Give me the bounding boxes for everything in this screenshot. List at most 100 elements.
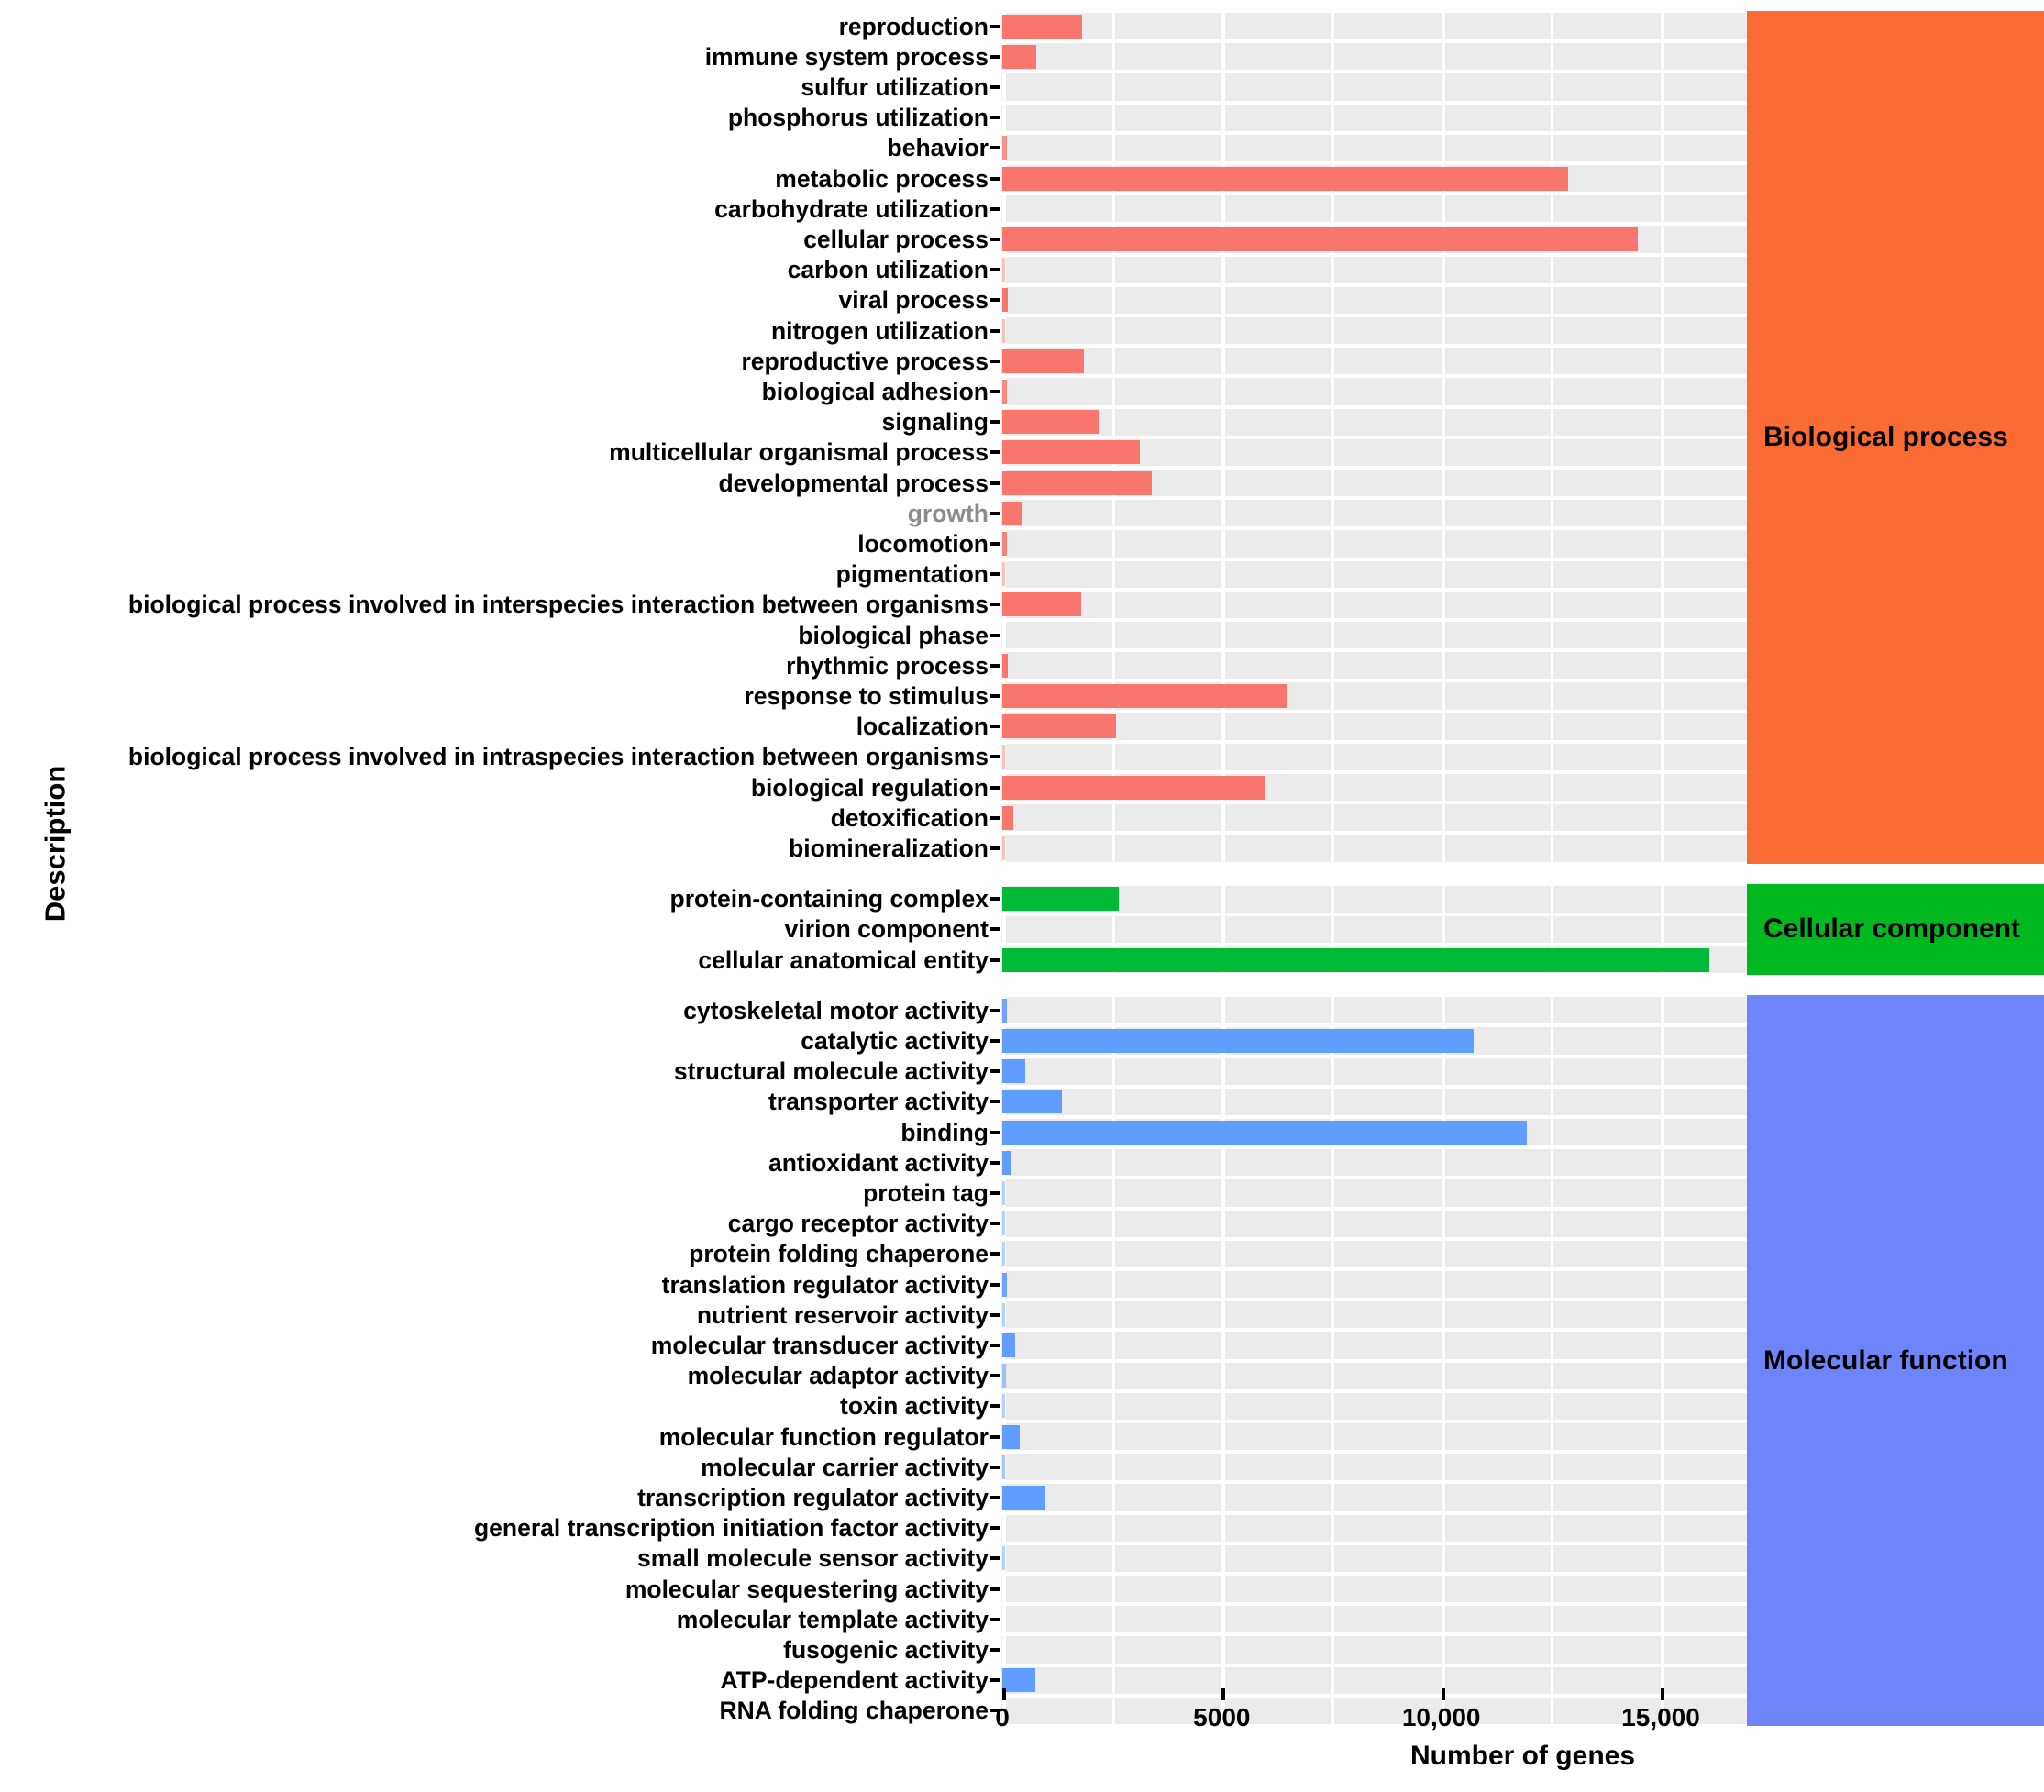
plot-panel-bp (1001, 9, 1747, 866)
gridline-y (1001, 1632, 1747, 1637)
bar (1002, 380, 1008, 404)
plot-panel-mf (1001, 993, 1747, 1728)
category-label: phosphorus utilization (727, 104, 989, 132)
bar (1002, 745, 1005, 769)
gridline-y (1001, 1358, 1747, 1363)
gridline-y (1001, 404, 1747, 409)
y-tick-mark (990, 785, 1000, 790)
bar (1002, 14, 1083, 39)
x-axis-title: Number of genes (1409, 1741, 1636, 1771)
y-tick-mark (990, 927, 1000, 932)
bar (1002, 318, 1005, 343)
gridline-x (1661, 883, 1664, 976)
bar (1002, 166, 1569, 191)
bar (1002, 470, 1152, 495)
y-tick-mark (990, 298, 1000, 303)
gridline-y (1001, 618, 1747, 622)
y-tick-mark (990, 1587, 1000, 1591)
gridline-y (1001, 1023, 1747, 1028)
x-tick-mark (1661, 1688, 1664, 1700)
bar (1002, 410, 1099, 435)
bar (1002, 1485, 1045, 1510)
gridline-y (1001, 942, 1747, 946)
bar (1002, 1333, 1015, 1357)
plot-panel-cc (1001, 881, 1747, 978)
y-tick-mark (990, 1160, 1000, 1165)
y-tick-mark (990, 542, 1000, 546)
category-label: rhythmic process (786, 651, 989, 680)
category-label: pigmentation (835, 560, 989, 589)
gridline-x (1111, 883, 1115, 976)
category-label: biomineralization (789, 835, 989, 862)
gridline-y (1001, 1723, 1747, 1728)
y-tick-mark (990, 725, 1000, 729)
gridline-y (1001, 526, 1747, 531)
y-tick-mark (990, 1404, 1000, 1409)
bar (1002, 1272, 1008, 1297)
y-tick-mark (990, 1434, 1000, 1439)
category-label: ATP-dependent activity (720, 1666, 989, 1695)
gridline-y (1001, 222, 1747, 227)
gridline-y (1001, 993, 1747, 998)
gridline-x (1221, 883, 1226, 976)
y-tick-mark (990, 1008, 1000, 1012)
x-tick-label: 5000 (1193, 1703, 1251, 1731)
category-label: multicellular organismal process (609, 438, 989, 467)
bar (1002, 684, 1288, 708)
y-tick-mark (990, 1191, 1000, 1195)
y-tick-mark (990, 85, 1000, 89)
gridline-y (1001, 801, 1747, 805)
gridline-y (1001, 192, 1747, 196)
y-tick-mark (990, 1100, 1000, 1104)
category-label: metabolic process (775, 164, 989, 193)
category-label: sulfur utilization (801, 73, 989, 101)
bar (1002, 1424, 1020, 1449)
category-label: translation regulator activity (661, 1270, 989, 1299)
y-tick-mark (990, 1222, 1000, 1226)
bar (1002, 1364, 1006, 1388)
x-tick-label: 15,000 (1621, 1703, 1700, 1731)
y-tick-mark (990, 1617, 1000, 1621)
category-label: biological adhesion (761, 378, 989, 405)
category-label: growth (907, 499, 989, 527)
gridline-y (1001, 1114, 1747, 1119)
bar (1002, 775, 1266, 800)
y-tick-mark (990, 755, 1000, 759)
category-label: behavior (887, 134, 989, 162)
category-label: localization (856, 713, 989, 741)
y-tick-mark (990, 572, 1000, 577)
category-label: binding (900, 1118, 989, 1146)
category-label: molecular template activity (676, 1605, 989, 1633)
y-tick-mark (990, 1496, 1000, 1499)
gridline-y (1001, 100, 1747, 105)
category-label: small molecule sensor activity (637, 1544, 989, 1573)
bar (1002, 532, 1008, 556)
category-label: fusogenic activity (783, 1636, 989, 1664)
y-tick-mark (990, 54, 1000, 59)
y-tick-mark (990, 1344, 1000, 1347)
category-label: nutrient reservoir activity (696, 1300, 989, 1329)
bar (1002, 227, 1639, 251)
gridline-y (1001, 314, 1747, 317)
category-label: molecular sequestering activity (624, 1575, 989, 1603)
category-label: cargo receptor activity (727, 1210, 989, 1238)
bar (1002, 1394, 1005, 1419)
y-tick-mark (990, 663, 1000, 668)
gridline-x (1441, 883, 1445, 976)
category-label: general transcription initiation factor … (473, 1514, 989, 1543)
gridline-y (1001, 1541, 1747, 1545)
category-label: molecular function regulator (658, 1422, 989, 1451)
y-axis-title: Description (39, 765, 71, 923)
category-label: reproduction (838, 12, 989, 40)
bar (1002, 805, 1014, 830)
category-label: protein-containing complex (669, 885, 989, 913)
bar (1002, 1090, 1063, 1114)
gridline-y (1001, 557, 1747, 561)
bar (1002, 44, 1037, 69)
gridline-y (1001, 1571, 1747, 1576)
category-label: biological phase (798, 621, 989, 649)
y-tick-mark (990, 1069, 1000, 1074)
bar (1002, 714, 1117, 739)
bar (1002, 836, 1005, 860)
